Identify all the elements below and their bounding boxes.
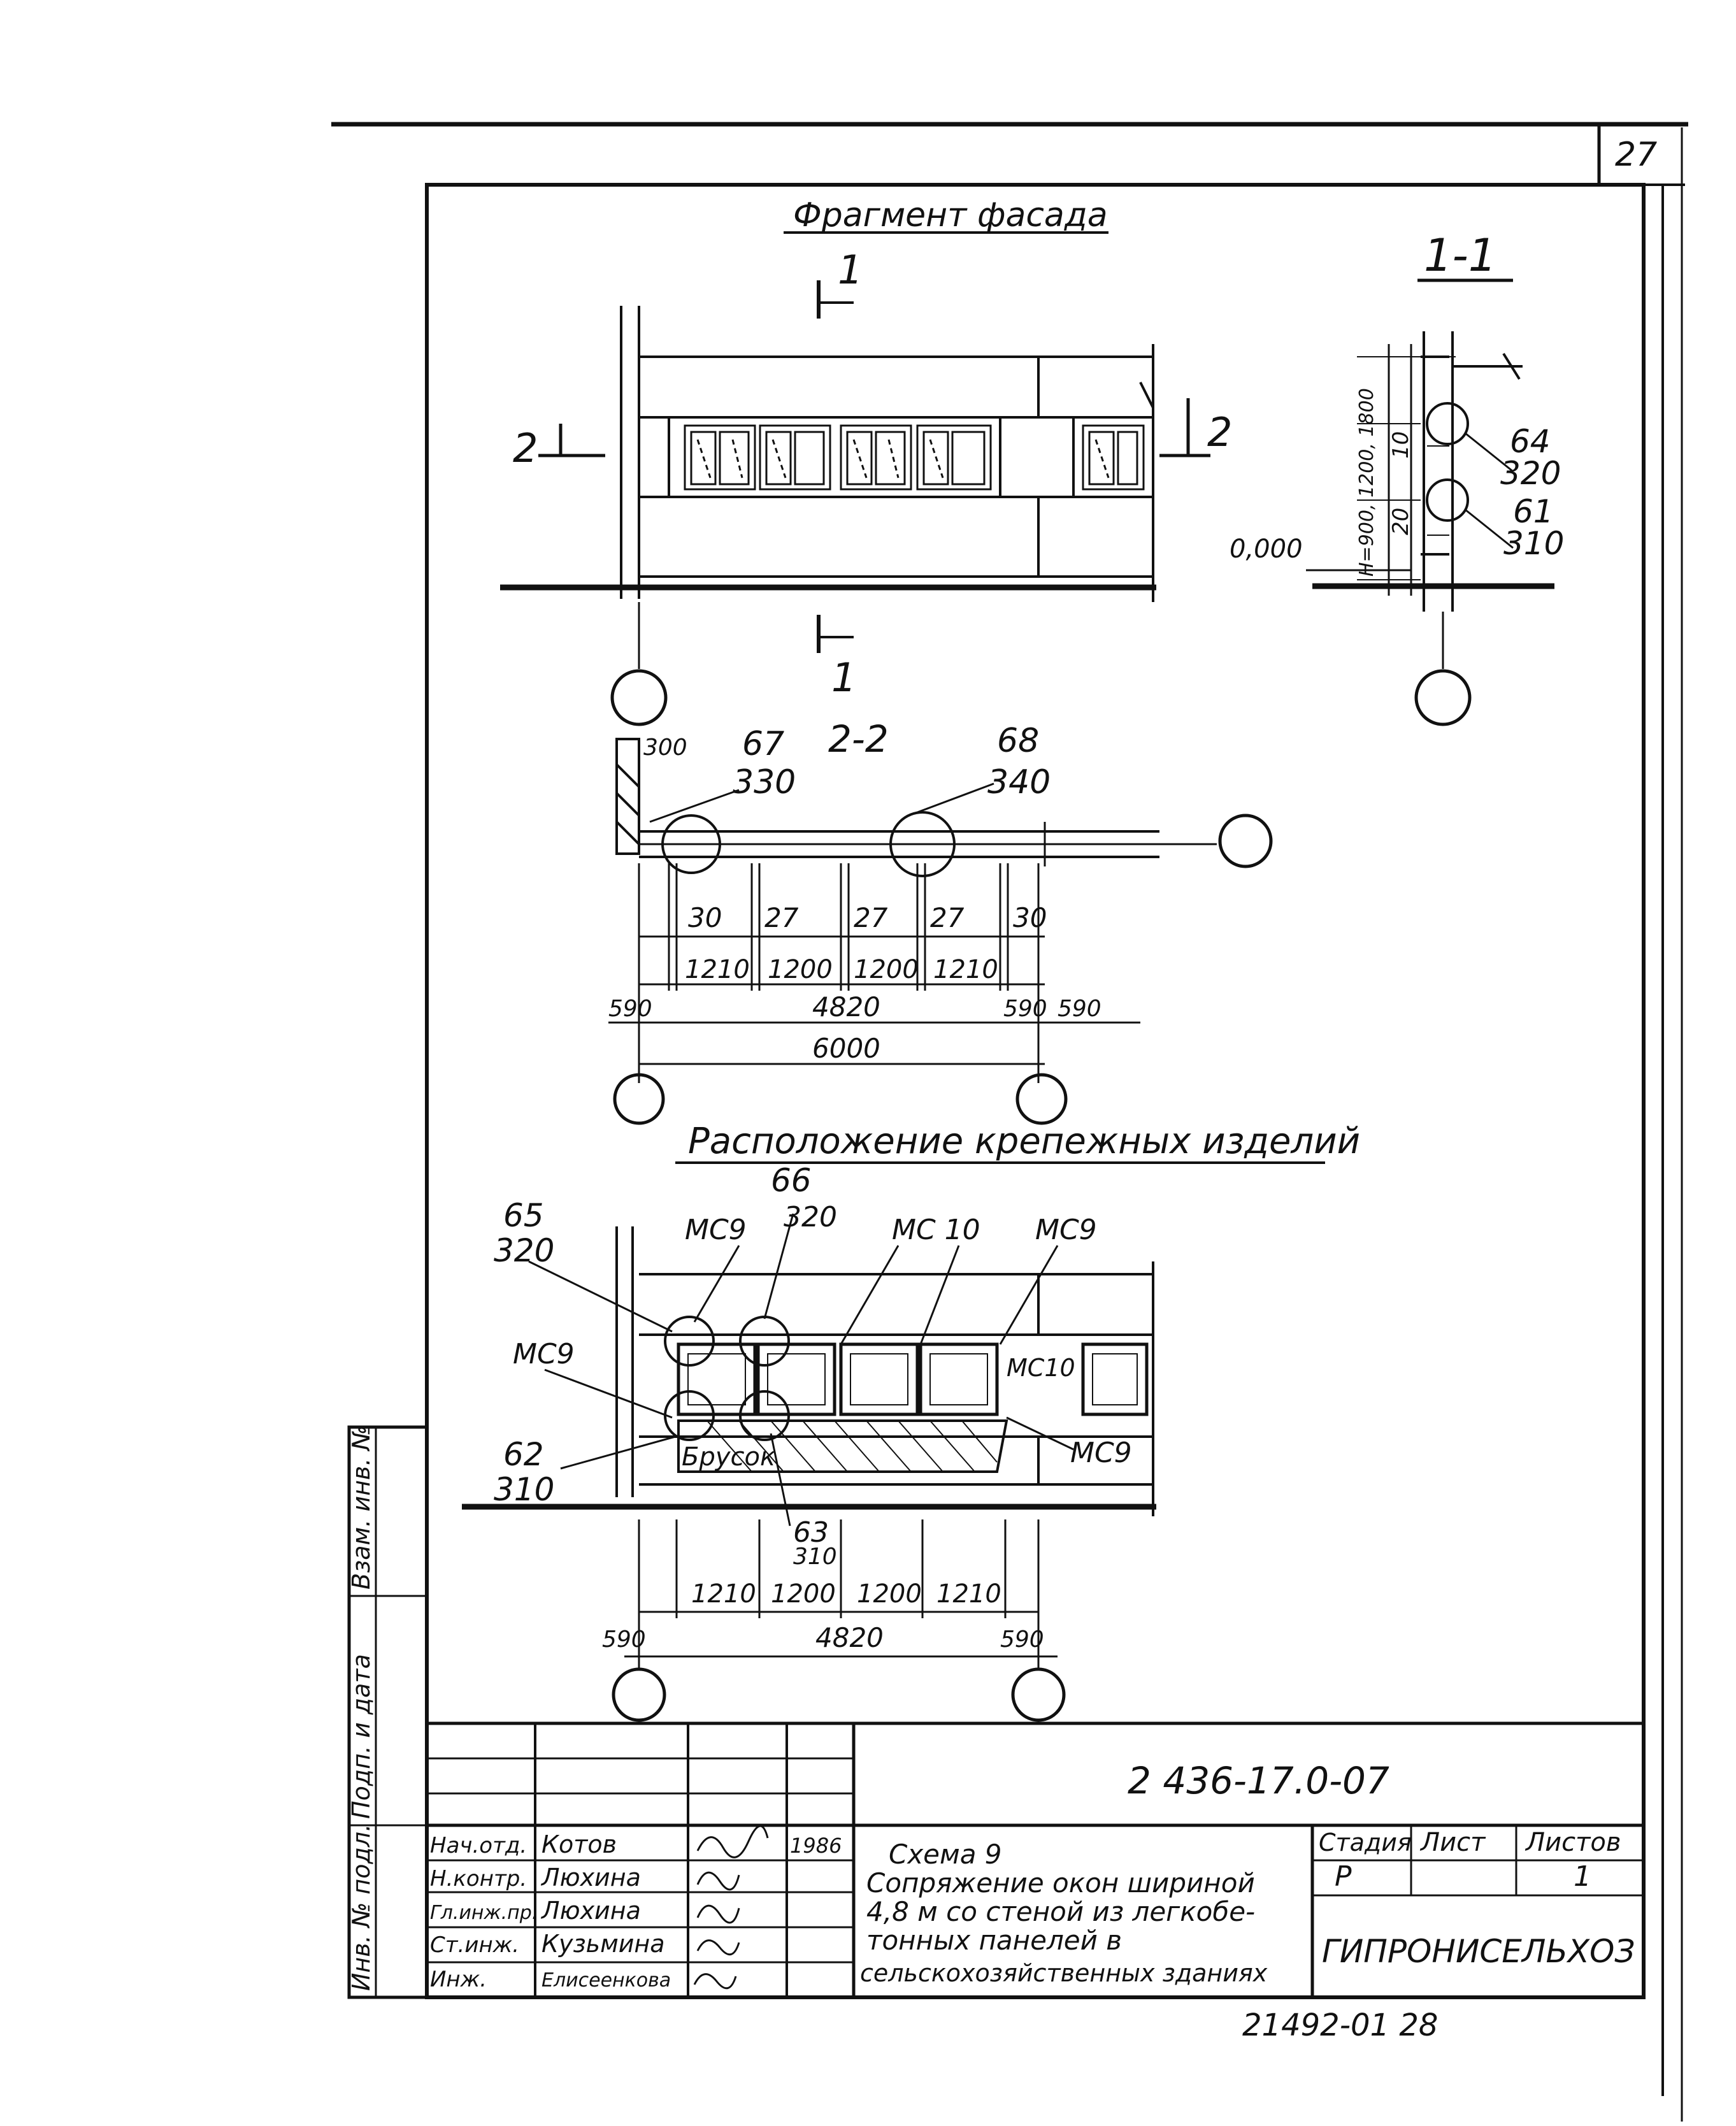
facade-drawing <box>500 231 1210 726</box>
sheet-61: 310 <box>1503 525 1564 562</box>
gap-3: 27 <box>854 902 888 933</box>
sheet-63: 310 <box>793 1544 837 1570</box>
fasteners-title: Расположение крепежных изделий <box>688 1121 1360 1162</box>
archive-number: 21492-01 28 <box>1242 2007 1438 2043</box>
doc-code: 2 436-17.0-07 <box>1128 1759 1389 1802</box>
sheet-frame <box>331 122 1688 2122</box>
gap-4: 27 <box>930 902 965 933</box>
stage-header: Стадия <box>1319 1828 1412 1857</box>
stage-value: Р <box>1335 1860 1352 1893</box>
sig-date-1: 1986 <box>790 1834 842 1858</box>
dim-300: 300 <box>643 735 687 761</box>
dim-10: 10 <box>1388 431 1414 459</box>
total-length: 6000 <box>812 1033 880 1064</box>
span-3: 1200 <box>854 955 919 984</box>
dim-20: 20 <box>1388 508 1414 535</box>
fastener-span-1: 1210 <box>691 1579 756 1609</box>
title-line-1: Схема 9 <box>889 1839 1002 1870</box>
fastener-span-4: 1210 <box>936 1579 1001 1609</box>
title-line-2: Сопряжение окон шириной <box>866 1867 1255 1899</box>
node-63: 63 <box>793 1516 829 1549</box>
fastener-span-3: 1200 <box>857 1579 922 1609</box>
sig-name-5: Елисеенкова <box>542 1969 671 1992</box>
facade-title: Фрагмент фасада <box>793 196 1108 234</box>
fastener-span-2: 1200 <box>771 1579 836 1609</box>
right-offset-1: 590 <box>1003 996 1047 1022</box>
sig-name-2: Люхина <box>540 1864 641 1892</box>
node-68: 68 <box>997 722 1039 760</box>
level-mark: 0,000 <box>1230 535 1303 564</box>
sig-role-5: Инж. <box>430 1967 487 1992</box>
sheet-64: 320 <box>1500 455 1561 492</box>
vertical-dims: Н=900, 1200, 1800 <box>1356 388 1378 577</box>
right-offset-2: 590 <box>1058 996 1101 1022</box>
title-line-5: сельскохозяйственных зданиях <box>860 1959 1268 1987</box>
sig-role-2: Н.контр. <box>430 1866 527 1892</box>
section-2-2-drawing <box>608 738 1273 1125</box>
signature-scribbles <box>693 1825 769 1990</box>
sig-role-4: Ст.инж. <box>430 1932 519 1958</box>
sheets-header: Листов <box>1524 1828 1621 1857</box>
fastener-right-offset: 590 <box>1000 1627 1044 1653</box>
sig-role-1: Нач.отд. <box>430 1833 527 1858</box>
node-64: 64 <box>1510 423 1551 460</box>
title-line-3: 4,8 м со стеной из легкобе- <box>866 1896 1255 1927</box>
side-label-inv: Инв. № подл. <box>347 1824 375 1991</box>
page-number: 27 <box>1615 136 1657 174</box>
gap-2: 27 <box>764 902 799 933</box>
span-1: 1210 <box>685 955 750 984</box>
side-label-replace: Взам. инв. № <box>347 1425 375 1590</box>
fasteners-labels: Расположение крепежных изделий 65 320 66… <box>494 1121 1360 1653</box>
title-block: 2 436-17.0-07 Схема 9 Сопряжение окон ши… <box>347 136 1657 2043</box>
section-1-1-labels: 1-1 0,000 Н=900, 1200, 1800 20 10 64 320… <box>1230 229 1564 577</box>
node-61: 61 <box>1513 493 1554 530</box>
side-label-sign: Подп. и дата <box>347 1654 375 1819</box>
gap-1: 30 <box>688 902 722 933</box>
section-mark-2-left: 2 <box>513 425 538 471</box>
sheets-total: 1 <box>1574 1860 1591 1893</box>
node-65: 65 <box>503 1197 544 1234</box>
mc10-mid: МС10 <box>1007 1354 1075 1382</box>
sheet-62: 310 <box>494 1471 554 1508</box>
left-offset: 590 <box>608 996 652 1022</box>
gap-5: 30 <box>1013 902 1047 933</box>
fastener-total-window: 4820 <box>815 1622 884 1653</box>
span-2: 1200 <box>768 955 833 984</box>
mc9-bottom: МС9 <box>1070 1437 1132 1469</box>
sheet-68: 340 <box>987 763 1051 801</box>
sig-name-4: Кузьмина <box>542 1930 665 1958</box>
span-4: 1210 <box>933 955 998 984</box>
sig-role-3: Гл.инж.пр. <box>430 1902 538 1924</box>
section-mark-1-top: 1 <box>838 247 863 293</box>
section-2-2-labels: 2-2 300 67 330 68 340 30 27 27 27 30 121… <box>608 717 1101 1064</box>
node-66: 66 <box>771 1162 812 1199</box>
section-mark-1-bottom: 1 <box>831 654 856 701</box>
mc10-top: МС 10 <box>892 1214 980 1246</box>
brusok-label: Брусок <box>682 1442 775 1472</box>
mc9-top-left: МС9 <box>685 1214 747 1246</box>
sheet-header: Лист <box>1419 1828 1486 1857</box>
mc9-top-right: МС9 <box>1035 1214 1097 1246</box>
section-1-1-title: 1-1 <box>1424 229 1496 282</box>
fastener-left-offset: 590 <box>602 1627 646 1653</box>
section-1-1-drawing <box>1306 278 1554 726</box>
organization: ГИПРОНИСЕЛЬХОЗ <box>1322 1933 1635 1970</box>
mc9-left: МС9 <box>513 1338 575 1370</box>
node-67: 67 <box>742 725 784 763</box>
sheet-65: 320 <box>494 1232 554 1269</box>
facade-labels: Фрагмент фасада 1 1 2 2 <box>513 196 1232 701</box>
fasteners-drawing <box>462 1161 1325 1722</box>
sig-name-3: Люхина <box>540 1897 641 1925</box>
sheet-66: 320 <box>784 1201 837 1233</box>
section-mark-2-right: 2 <box>1207 409 1232 456</box>
node-62: 62 <box>503 1436 544 1473</box>
sig-name-1: Котов <box>542 1830 617 1858</box>
title-line-4: тонных панелей в <box>866 1925 1122 1956</box>
sheet-67: 330 <box>733 763 796 801</box>
total-window: 4820 <box>812 991 880 1023</box>
section-2-2-title: 2-2 <box>828 717 889 761</box>
